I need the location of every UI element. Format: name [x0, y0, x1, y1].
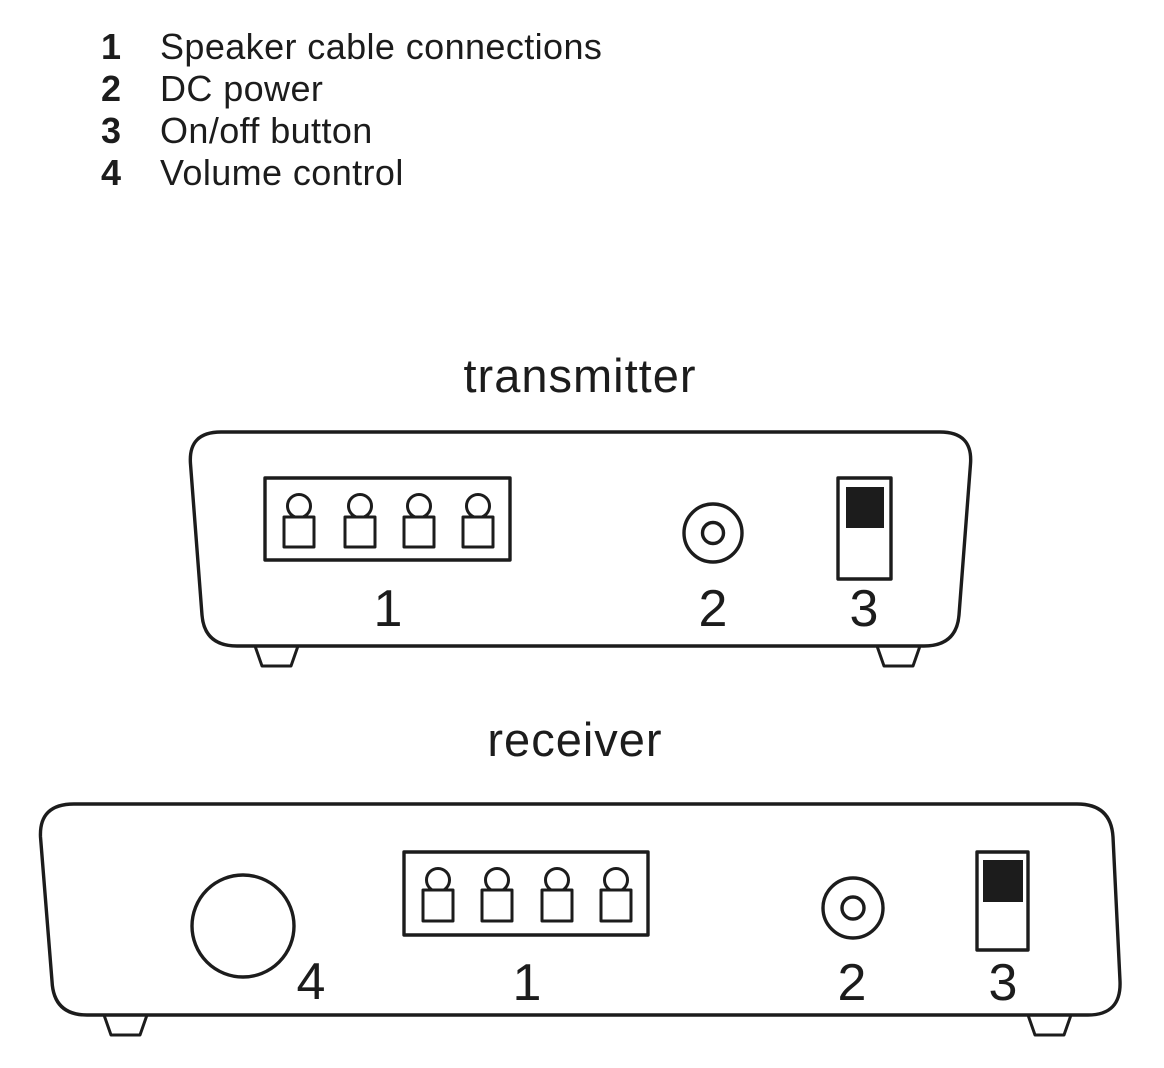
device-foot — [1026, 1013, 1073, 1037]
receiver-callout-dc-power: 2 — [838, 954, 867, 1012]
receiver-diagram: receiver — [38, 713, 1122, 1037]
speaker-terminal-icon — [461, 493, 495, 549]
speaker-terminal-icon — [282, 493, 316, 549]
dc-jack-icon — [821, 876, 885, 940]
legend-item-label: On/off button — [160, 110, 373, 151]
transmitter-callout-speaker-terminals: 1 — [374, 580, 403, 638]
legend-item: 4 Volume control — [101, 152, 602, 194]
transmitter-callout-on-off: 3 — [850, 580, 879, 638]
receiver-callout-speaker-terminals: 1 — [513, 954, 542, 1012]
legend-item: 3 On/off button — [101, 110, 602, 152]
legend-item-number: 2 — [101, 68, 122, 109]
volume-knob-icon — [190, 873, 296, 979]
speaker-terminal-icon — [480, 867, 514, 923]
legend-item: 1 Speaker cable connections — [101, 26, 602, 68]
power-switch-icon — [836, 476, 893, 581]
transmitter-callout-dc-power: 2 — [699, 580, 728, 638]
speaker-terminal-icon — [402, 493, 436, 549]
speaker-terminal-icon — [599, 867, 633, 923]
receiver-title: receiver — [487, 713, 662, 766]
legend-item: 2 DC power — [101, 68, 602, 110]
legend-item-number: 3 — [101, 110, 122, 151]
legend-item-number: 4 — [101, 152, 122, 193]
device-foot — [875, 644, 922, 668]
legend-item-label: Speaker cable connections — [160, 26, 603, 67]
legend: 1 Speaker cable connections 2 DC power 3… — [101, 26, 602, 194]
transmitter-diagram: transmitter — [188, 349, 973, 668]
speaker-terminal-icon — [540, 867, 574, 923]
device-foot — [102, 1013, 149, 1037]
legend-item-number: 1 — [101, 26, 122, 67]
receiver-callout-on-off: 3 — [989, 954, 1018, 1012]
dc-jack-icon — [682, 502, 744, 564]
speaker-terminal-block — [402, 850, 650, 937]
receiver-callout-volume: 4 — [297, 953, 326, 1011]
legend-item-label: DC power — [160, 68, 324, 109]
transmitter-title: transmitter — [464, 349, 697, 402]
speaker-terminal-icon — [421, 867, 455, 923]
speaker-terminal-icon — [343, 493, 377, 549]
speaker-terminal-block — [263, 476, 512, 562]
legend-item-label: Volume control — [160, 152, 404, 193]
power-switch-icon — [975, 850, 1030, 952]
device-foot — [253, 644, 300, 668]
